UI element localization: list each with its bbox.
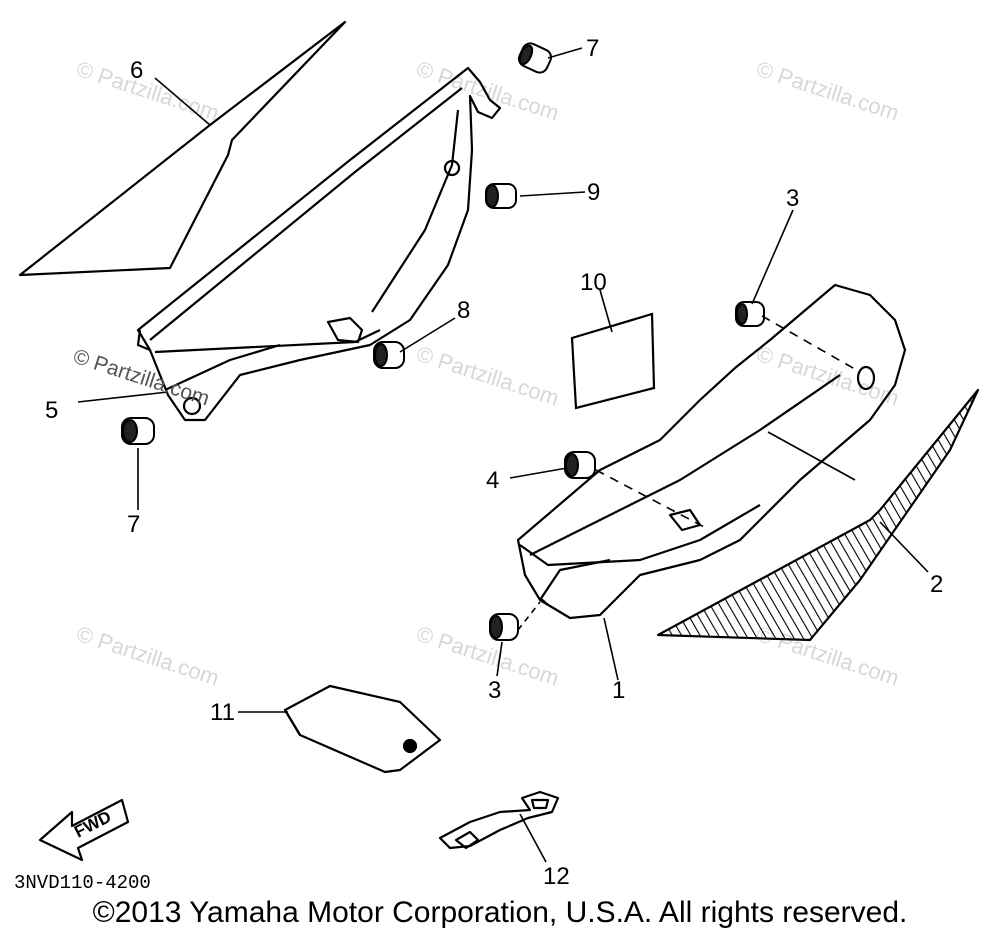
callout-11: 11 [210,699,235,726]
part-10-label [570,312,656,410]
part-1-side-cover [516,283,907,620]
part-7-grommet-left [121,417,155,445]
callout-4: 4 [486,467,499,494]
callout-3-bottom: 3 [488,677,501,704]
part-12-strap [438,790,560,850]
callout-7-top: 7 [586,35,599,62]
callout-3-top: 3 [786,185,799,212]
watermark: © Partzilla.com [413,341,562,411]
part-7-grommet-top [517,42,553,74]
callout-12: 12 [543,863,570,890]
part-11-cap [283,684,442,774]
leader-lines [77,47,929,863]
callout-7-left: 7 [127,511,140,538]
callout-9: 9 [587,179,600,206]
fwd-arrow: FWD [38,798,130,862]
part-9-grommet [485,183,517,209]
part-8-grommet [373,341,405,369]
watermark: © Partzilla.com [73,56,222,126]
callout-1: 1 [612,677,625,704]
diagram-code: 3NVD110-4200 [14,872,151,894]
part-3-grommet-bottom [489,613,519,641]
callout-6: 6 [130,57,143,84]
watermark: © Partzilla.com [73,621,222,691]
fwd-label: FWD [71,807,114,842]
part-4-grommet [564,451,596,479]
part-2-decal [656,388,980,642]
part-5-side-cover-bracket [136,66,502,422]
assembly-lines [517,315,861,631]
watermark: © Partzilla.com [753,341,902,411]
callout-10: 10 [580,269,607,296]
watermark: © Partzilla.com [753,56,902,126]
callout-2: 2 [930,571,943,598]
callout-5: 5 [45,397,58,424]
part-6-decal [18,20,347,277]
part-3-grommet-top [735,301,765,327]
copyright-notice: ©2013 Yamaha Motor Corporation, U.S.A. A… [92,896,908,929]
callout-8: 8 [457,297,470,324]
callout-numbers: 6 7 9 8 10 3 5 7 4 2 1 3 11 12 [45,35,943,890]
